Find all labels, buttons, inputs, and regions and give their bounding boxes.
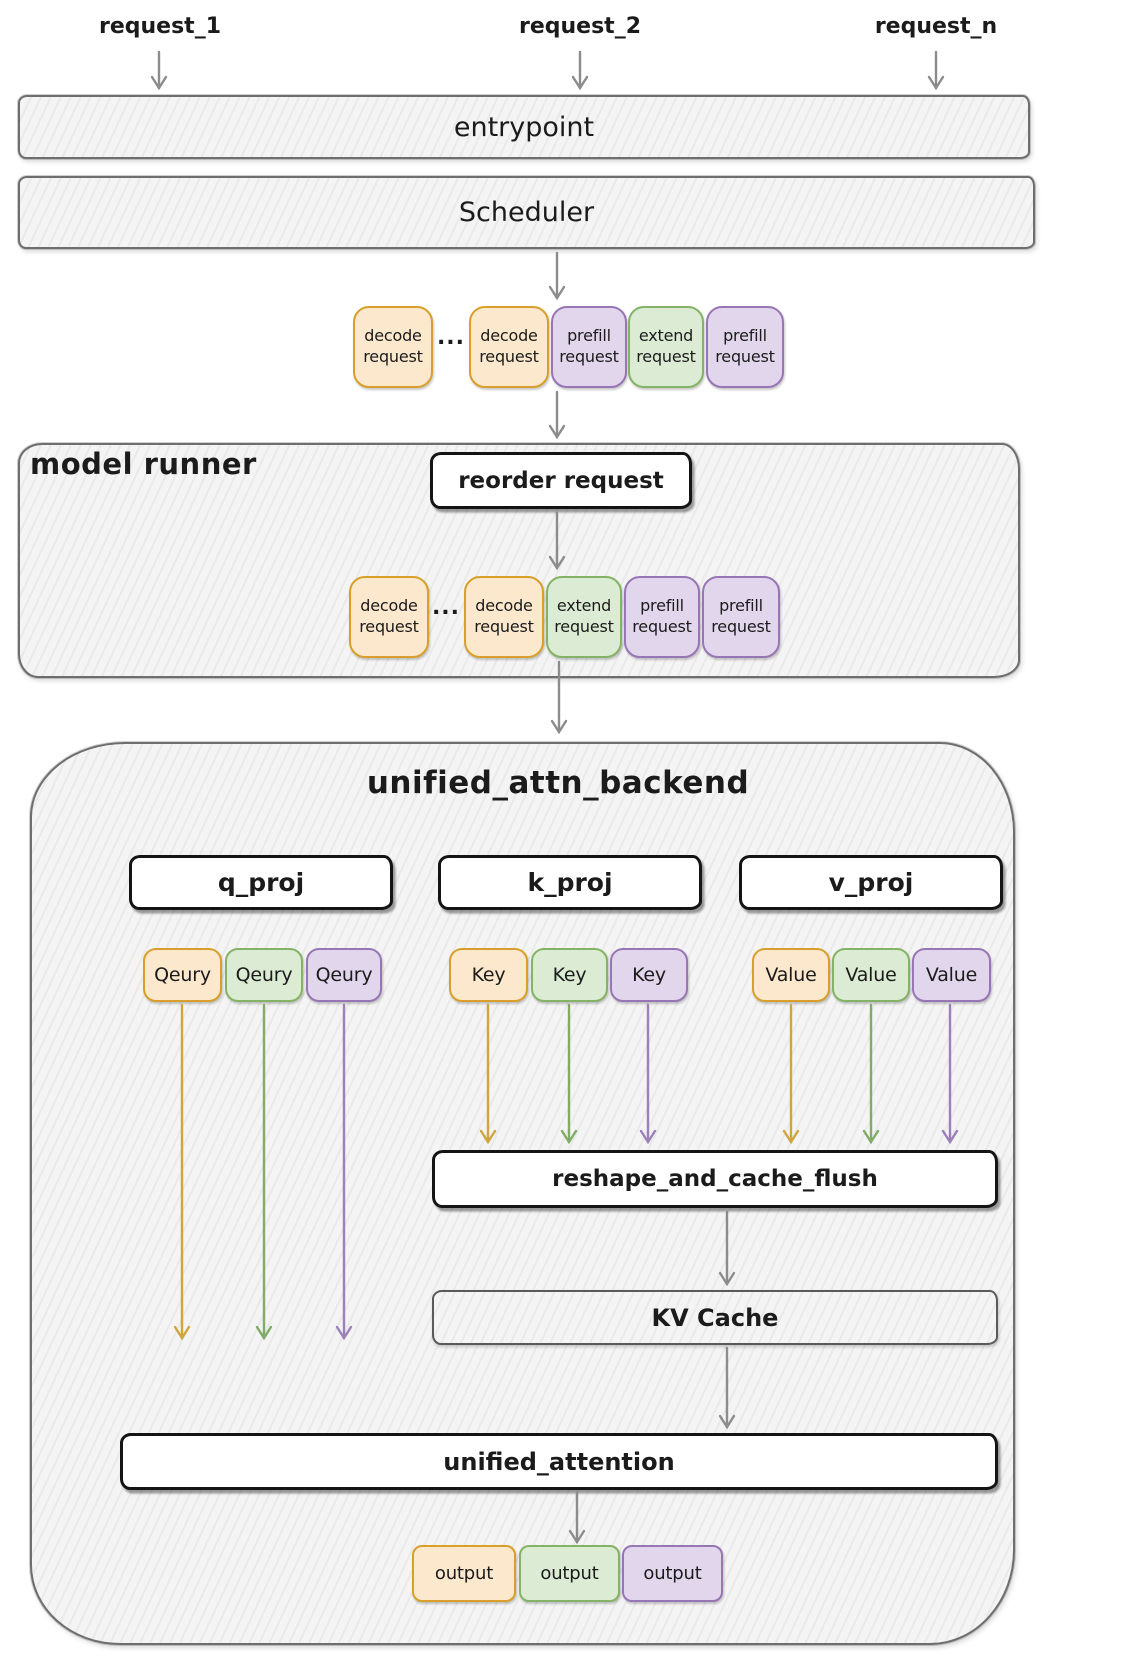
token-label: Value — [765, 963, 817, 986]
token-label: extend request — [554, 596, 614, 636]
request-n-label: request_n — [874, 14, 998, 39]
token-label: extend request — [636, 326, 696, 366]
token-decode-request: decode request — [469, 306, 549, 388]
q-proj-box: q_proj — [129, 855, 393, 910]
scheduler-box: Scheduler — [18, 176, 1035, 249]
token-label: Qeury — [154, 963, 211, 986]
token-label: prefill request — [715, 326, 775, 366]
token-decode-request: decode request — [349, 576, 429, 658]
v-proj-label: v_proj — [828, 868, 914, 897]
token-label: Key — [552, 963, 587, 986]
output-token: output — [412, 1545, 516, 1602]
k-proj-label: k_proj — [527, 868, 613, 897]
entrypoint-label: entrypoint — [453, 111, 595, 143]
v-proj-box: v_proj — [739, 855, 1003, 910]
token-label: prefill request — [711, 596, 771, 636]
token-label: prefill request — [559, 326, 619, 366]
batch-ellipsis: ... — [429, 576, 463, 658]
attn-backend-title: unified_attn_backend — [366, 765, 750, 801]
token-label: decode request — [479, 326, 539, 366]
token-label: Key — [632, 963, 666, 986]
k-proj-box: k_proj — [438, 855, 702, 910]
output-token: output — [622, 1545, 723, 1602]
token-extend-request: extend request — [628, 306, 704, 388]
ellipsis-label: ... — [436, 324, 466, 350]
token-label: Value — [845, 963, 897, 986]
model-runner-title: model runner — [30, 447, 257, 481]
token-prefill-request: prefill request — [624, 576, 700, 658]
batch-ellipsis: ... — [433, 306, 469, 388]
reshape-and-cache-flush-label: reshape_and_cache_flush — [552, 1166, 878, 1192]
q-proj-label: q_proj — [217, 868, 305, 897]
reorder-request-box: reorder request — [430, 452, 692, 509]
scheduler-label: Scheduler — [458, 197, 595, 228]
request-1-label: request_1 — [98, 14, 222, 39]
kv-cache-label: KV Cache — [651, 1303, 779, 1332]
query-token: Qeury — [306, 948, 382, 1002]
token-decode-request: decode request — [464, 576, 544, 658]
token-label: output — [643, 1562, 702, 1584]
token-label: output — [540, 1562, 599, 1584]
token-label: Key — [471, 963, 506, 986]
token-decode-request: decode request — [353, 306, 433, 388]
value-token: Value — [752, 948, 830, 1002]
reshape-and-cache-flush-box: reshape_and_cache_flush — [432, 1150, 998, 1208]
key-token: Key — [531, 948, 608, 1002]
key-token: Key — [449, 948, 528, 1002]
token-prefill-request: prefill request — [706, 306, 784, 388]
output-token: output — [519, 1545, 620, 1602]
value-token: Value — [912, 948, 991, 1002]
token-label: Qeury — [235, 963, 293, 986]
key-token: Key — [610, 948, 688, 1002]
query-token: Qeury — [143, 948, 222, 1002]
token-prefill-request: prefill request — [551, 306, 627, 388]
token-label: decode request — [363, 326, 423, 366]
token-label: Qeury — [315, 963, 373, 986]
unified-attention-label: unified_attention — [443, 1447, 675, 1476]
token-label: output — [434, 1562, 494, 1584]
token-label: Value — [925, 963, 978, 986]
token-prefill-request: prefill request — [702, 576, 780, 658]
kv-cache-box: KV Cache — [432, 1290, 998, 1345]
entrypoint-box: entrypoint — [18, 95, 1030, 159]
unified-attention-box: unified_attention — [120, 1433, 998, 1490]
token-label: decode request — [474, 596, 534, 636]
value-token: Value — [832, 948, 910, 1002]
ellipsis-label: ... — [431, 594, 461, 620]
request-2-label: request_2 — [518, 14, 642, 39]
token-label: decode request — [359, 596, 419, 636]
reorder-request-label: reorder request — [458, 467, 664, 494]
token-extend-request: extend request — [546, 576, 622, 658]
query-token: Qeury — [225, 948, 303, 1002]
token-label: prefill request — [632, 596, 692, 636]
